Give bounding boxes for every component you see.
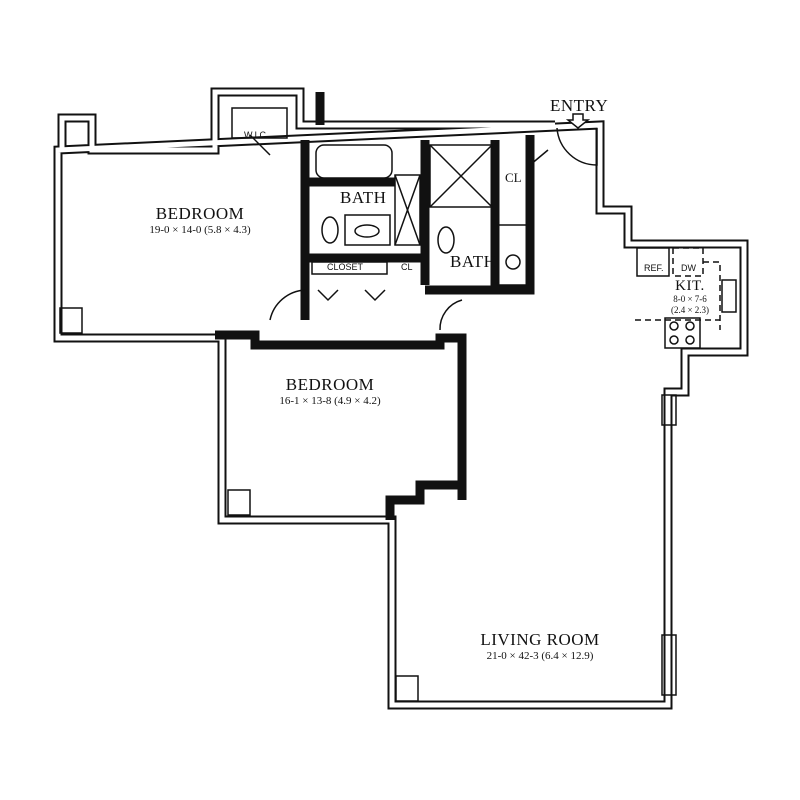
closet-label: CLOSET — [327, 262, 364, 272]
bath2-label: BATH — [450, 252, 497, 271]
bedroom1-label: BEDROOM 19-0 × 14-0 (5.8 × 4.3) — [100, 204, 300, 236]
entry-arrow-icon — [565, 113, 591, 129]
bedroom2-label: BEDROOM 16-1 × 13-8 (4.9 × 4.2) — [230, 375, 430, 407]
doors — [249, 127, 598, 331]
cl2-label: CL — [505, 170, 522, 185]
room-dims: 21-0 × 42-3 (6.4 × 12.9) — [486, 650, 594, 662]
cl1-label: CL — [401, 262, 413, 272]
living-room-label: LIVING ROOM 21-0 × 42-3 (6.4 × 12.9) — [440, 630, 640, 662]
wic-label: W.I.C. — [244, 130, 269, 140]
room-name: LIVING ROOM — [480, 630, 600, 649]
room-name: BEDROOM — [285, 375, 375, 394]
entry-label: ENTRY — [550, 96, 609, 115]
room-name: KIT. — [675, 278, 705, 294]
exterior-walls — [53, 87, 749, 710]
fixtures — [59, 107, 737, 702]
room-dims: 8-0 × 7-6 — [673, 294, 707, 304]
kitchen-label: KIT. 8-0 × 7-6 (2.4 × 2.3) — [650, 278, 730, 316]
bath1-label: BATH — [340, 188, 387, 207]
dw-label: DW — [681, 263, 696, 273]
room-name: BEDROOM — [155, 204, 245, 223]
ref-label: REF. — [644, 263, 664, 273]
room-dims: 16-1 × 13-8 (4.9 × 4.2) — [279, 395, 381, 407]
room-dims-metric: (2.4 × 2.3) — [670, 305, 710, 315]
room-dims: 19-0 × 14-0 (5.8 × 4.3) — [149, 224, 251, 236]
